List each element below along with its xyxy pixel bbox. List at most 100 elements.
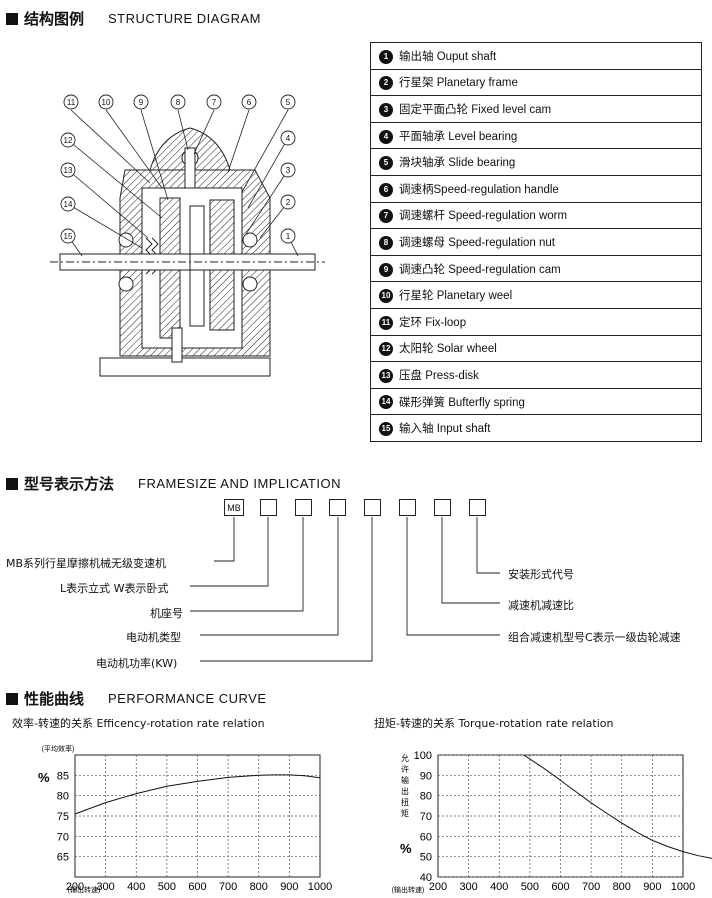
x-tick-label: 700 (219, 881, 237, 893)
x-tick-label: 1000 (671, 881, 695, 893)
x-tick-label: 600 (551, 881, 569, 893)
series-line (523, 754, 712, 859)
legend-number-badge: 14 (379, 395, 393, 410)
label-frame-number: 机座号 (150, 607, 183, 620)
framesize-leader-lines (190, 517, 500, 662)
chart-torque-title: 扭矩-转速的关系 Torque-rotation rate relation (374, 717, 614, 730)
callout-4: 4 (286, 134, 291, 143)
label-motor-power: 电动机功率(KW) (96, 657, 178, 670)
legend-number-badge: 10 (379, 289, 393, 304)
y-tick-label: 80 (420, 791, 432, 803)
legend-label: 调速螺杆 Speed-regulation worm (399, 210, 568, 223)
legend-row: 15 输入轴 Input shaft (370, 414, 702, 442)
code-box-5 (364, 499, 381, 516)
label-install-code: 安装形式代号 (508, 568, 574, 581)
chart-efficiency-title: 效率-转速的关系 Efficency-rotation rate relatio… (12, 717, 265, 730)
base-plate (99, 357, 271, 377)
x-tick-label: 300 (96, 881, 114, 893)
callout-1: 1 (286, 232, 291, 241)
legend-number-badge: 3 (379, 102, 393, 117)
legend-number-badge: 2 (379, 76, 393, 91)
legend-row: 13 压盘 Press-disk (370, 361, 702, 389)
legend-label: 输出轴 Ouput shaft (399, 50, 497, 63)
callout-13: 13 (64, 166, 73, 175)
legend-number-badge: 7 (379, 209, 393, 224)
legend-label: 行星轮 Planetary weel (399, 290, 513, 303)
x-tick-label: 900 (280, 881, 298, 893)
x-tick-label: 400 (490, 881, 508, 893)
legend-label: 定环 Fix-loop (399, 316, 467, 329)
y-tick-label: 90 (420, 770, 432, 782)
legend-number-badge: 15 (379, 422, 393, 437)
y-tick-label: 65 (57, 852, 69, 864)
structure-section-header: 结构图例 STRUCTURE DIAGRAM (6, 8, 261, 29)
x-tick-label: 300 (459, 881, 477, 893)
legend-number-badge: 4 (379, 129, 393, 144)
callout-11: 11 (67, 98, 76, 107)
callout-circles: 11 10 9 8 7 6 5 4 3 2 1 12 13 14 15 (60, 94, 296, 244)
callout-14: 14 (64, 200, 73, 209)
code-box-3 (295, 499, 312, 516)
y-unit-symbol: % (400, 841, 412, 856)
legend-row: 7 调速螺杆 Speed-regulation worm (370, 201, 702, 230)
section-bullet-icon (6, 692, 18, 705)
x-tick-label: 700 (582, 881, 600, 893)
y-tick-label: 50 (420, 852, 432, 864)
y-unit-label: (平均效率) (42, 744, 75, 753)
label-reduction-ratio: 减速机减速比 (508, 599, 574, 612)
code-box-8 (469, 499, 486, 516)
legend-label: 压盘 Press-disk (399, 369, 479, 382)
x-tick-label: 800 (613, 881, 631, 893)
callout-7: 7 (212, 98, 217, 107)
callout-9: 9 (139, 98, 144, 107)
legend-label: 太阳轮 Solar wheel (399, 343, 497, 356)
x-tick-label: 200 (66, 881, 84, 893)
x-tick-label: 600 (188, 881, 206, 893)
callout-10: 10 (102, 98, 111, 107)
callout-15: 15 (64, 232, 73, 241)
y-tick-label: 40 (420, 872, 432, 884)
legend-number-badge: 5 (379, 156, 393, 171)
code-box-4 (329, 499, 346, 516)
legend-label: 输入轴 Input shaft (399, 423, 491, 436)
x-tick-label: 1000 (308, 881, 332, 893)
y-tick-label: 85 (57, 770, 69, 782)
section-bullet-icon (6, 477, 18, 490)
x-tick-label: 400 (127, 881, 145, 893)
legend-label: 平面轴承 Level bearing (399, 130, 518, 143)
label-motor-type: 电动机类型 (126, 631, 181, 644)
legend-number-badge: 9 (379, 262, 393, 277)
x-unit-label: (输出转速) (392, 885, 425, 894)
framesize-title-en: FRAMESIZE AND IMPLICATION (138, 476, 341, 491)
structure-title-en: STRUCTURE DIAGRAM (108, 11, 261, 26)
performance-section-header: 性能曲线 PERFORMANCE CURVE (6, 688, 267, 709)
y-unit-label: 允许输出扭矩 (401, 753, 409, 818)
label-combined-reducer: 组合减速机型号C表示一级齿轮减速 (508, 631, 681, 644)
structure-drawing (50, 109, 325, 377)
code-box-7 (434, 499, 451, 516)
y-unit-symbol: % (38, 770, 50, 785)
legend-label: 调速螺母 Speed-regulation nut (399, 236, 555, 249)
y-tick-label: 70 (420, 811, 432, 823)
callout-3: 3 (286, 166, 291, 175)
x-tick-label: 800 (250, 881, 268, 893)
callout-12: 12 (64, 136, 73, 145)
legend-row: 1 输出轴 Ouput shaft (370, 42, 702, 70)
performance-title-cn: 性能曲线 (24, 690, 85, 708)
legend-number-badge: 6 (379, 182, 393, 197)
legend-number-badge: 1 (379, 49, 393, 64)
callout-6: 6 (247, 98, 252, 107)
callout-5: 5 (286, 98, 291, 107)
section-bullet-icon (6, 12, 18, 25)
legend-number-badge: 13 (379, 368, 393, 383)
x-tick-label: 500 (521, 881, 539, 893)
performance-title-en: PERFORMANCE CURVE (108, 691, 267, 706)
legend-row: 4 平面轴承 Level bearing (370, 121, 702, 150)
